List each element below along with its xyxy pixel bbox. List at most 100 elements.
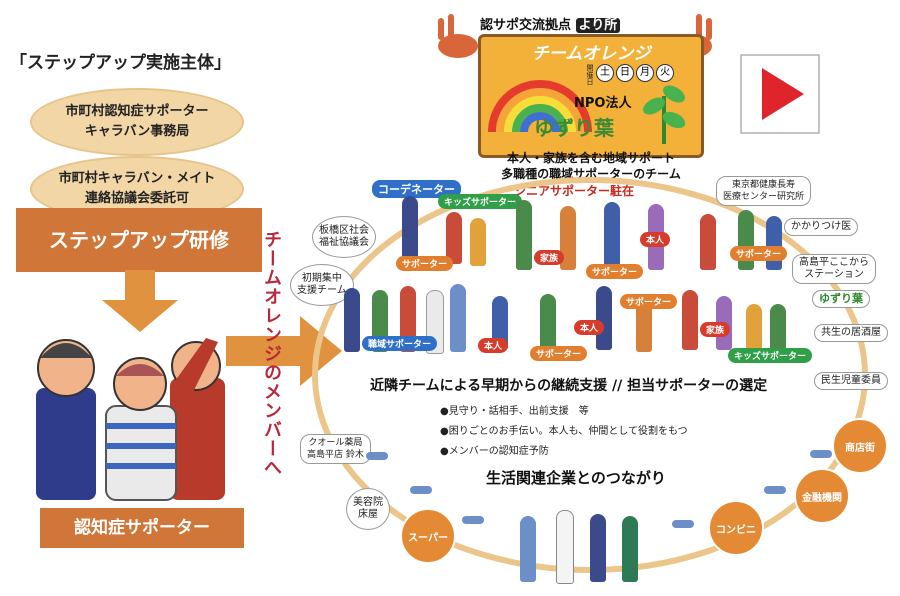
- kids-supporter-tag-top: キッズサポーター: [438, 194, 523, 209]
- tag-supporter-1: サポーター: [396, 256, 454, 271]
- salon-label: 美容院 床屋: [346, 488, 390, 530]
- coordinator-tag: コーデネーター: [372, 180, 461, 198]
- play-icon[interactable]: [740, 54, 820, 134]
- person-kid-2: [470, 218, 486, 266]
- tag-supporter-3: サポーター: [730, 246, 788, 261]
- worker-clerk: [520, 516, 536, 582]
- tag-family-2: 家族: [700, 322, 731, 337]
- tag-workplace: 職域サポーター: [362, 336, 438, 351]
- welfare-commissioner-label: 民生児童委員: [814, 372, 888, 390]
- yuzuriha-label: ゆずり葉: [812, 290, 870, 308]
- person-supporter-1: [604, 202, 620, 272]
- tag-supporter-2: サポーター: [586, 264, 644, 279]
- salon-line2: 床屋: [358, 509, 378, 520]
- caravan-office-line1: 市町村認知症サポーター: [65, 104, 209, 119]
- izakaya-label: 共生の居酒屋: [814, 324, 888, 342]
- hospital-line2: 医療センター研究所: [723, 192, 805, 202]
- person-kid-1: [446, 212, 462, 264]
- person-worker-1: [344, 288, 360, 352]
- bullet-3: ●メンバーの認知症予防: [440, 446, 549, 457]
- sign-description: 本人・家族を含む地域サポート 多職種の職域サポーターのチーム: [478, 150, 704, 182]
- family-doctor-label: かかりつけ医: [784, 218, 859, 236]
- mate-council-line1: 市町村キャラバン・メイト: [58, 171, 216, 186]
- sign-org: NPO法人: [574, 96, 632, 111]
- person-person-1: [492, 296, 508, 350]
- senior-supporter-note: シニアサポーター駐在: [514, 184, 635, 198]
- council-line1: 板橋区社会: [319, 225, 369, 236]
- person-coordinator: [402, 196, 418, 260]
- support-bullets: ●見守り・話相手、出前支援 等 ●困りごとのお手伝い。本人も、仲間として役割をも…: [440, 402, 688, 462]
- person-kid-3: [746, 304, 762, 350]
- bullet-1: ●見守り・話相手、出前支援 等: [440, 406, 589, 417]
- supporter-group-illustration: [36, 338, 225, 501]
- council-label: 板橋区社会 福祉協議会: [312, 216, 376, 258]
- shopping-street-badge: 商店街: [832, 418, 888, 474]
- business-connection-title: 生活関連企業とのつながり: [486, 469, 666, 487]
- person-worker-5: [450, 284, 466, 352]
- pharmacy-line1: クオール薬局: [308, 438, 363, 448]
- person-supporter-4: [766, 216, 782, 270]
- open-days-row: 土 日 月 火: [596, 64, 674, 82]
- station-line1: 高島平ここから: [799, 257, 869, 268]
- down-arrow-icon: [102, 270, 178, 332]
- person-supporter-6: [636, 300, 652, 352]
- council-line2: 福祉協議会: [319, 237, 369, 248]
- handshake-icon-4: [810, 450, 832, 458]
- person-cat: [560, 206, 576, 270]
- initial-line1: 初期集中: [301, 273, 342, 284]
- right-arrow-icon: [226, 316, 342, 386]
- day-sun: 日: [616, 64, 634, 82]
- handshake-icon-2: [410, 486, 432, 494]
- tag-person-2: 本人: [574, 320, 605, 335]
- open-days-label: 開催日: [586, 64, 594, 85]
- sign-team-title: チームオレンジ: [531, 44, 651, 64]
- dementia-supporter-banner: 認知症サポーター: [40, 508, 244, 548]
- station-label: 高島平ここから ステーション: [792, 254, 876, 284]
- handshake-icon-5: [764, 486, 786, 494]
- sign-top-line: 認サポ交流拠点 より所: [480, 14, 621, 33]
- bullet-2: ●困りごとのお手伝い。本人も、仲間として役割をもつ: [440, 426, 688, 437]
- rainbow-icon: [488, 80, 592, 132]
- team-orange-members-vertical-text: チームオレンジのメンバーへ: [261, 230, 282, 477]
- person-supporter-3: [738, 210, 754, 270]
- initial-line2: 支援チーム: [297, 285, 347, 296]
- worker-store: [622, 516, 638, 582]
- person-worker-3: [400, 286, 416, 352]
- tag-family-1: 家族: [534, 250, 565, 265]
- day-mon: 月: [636, 64, 654, 82]
- mate-council-line2: 連絡協議会委託可: [84, 191, 189, 206]
- sign-top-text: 認サポ交流拠点: [480, 18, 572, 33]
- sign-top-highlight: より所: [575, 18, 621, 33]
- tag-kids: キッズサポーター: [728, 348, 813, 363]
- sign-desc-line1: 本人・家族を含む地域サポート: [506, 151, 675, 165]
- hospital-line1: 東京都健康長寿: [732, 180, 796, 190]
- pharmacy-label: クオール薬局 高島平店 鈴木: [300, 434, 371, 464]
- leaf-sprout-icon: [643, 85, 686, 144]
- sign-desc-line2: 多職種の職域サポーターのチーム: [501, 167, 681, 181]
- section-heading: 「ステップアップ実施主体」: [10, 53, 231, 73]
- person-person-2: [596, 286, 612, 350]
- day-tue: 火: [656, 64, 674, 82]
- caravan-office-oval: 市町村認知症サポーター キャラバン事務局: [30, 88, 244, 156]
- tag-supporter-4: サポーター: [620, 294, 678, 309]
- initial-support-label: 初期集中 支援チーム: [290, 264, 354, 306]
- hospital-label: 東京都健康長寿 医療センター研究所: [716, 176, 812, 206]
- handshake-icon-6: [672, 520, 694, 528]
- handshake-icon-3: [462, 516, 484, 524]
- tag-person-3: 本人: [478, 338, 509, 353]
- supermarket-badge: スーパー: [400, 508, 456, 564]
- pharmacy-line2: 高島平店 鈴木: [307, 450, 364, 460]
- tag-person-1: 本人: [640, 232, 671, 247]
- station-line2: ステーション: [804, 269, 864, 280]
- tag-supporter-5: サポーター: [530, 346, 588, 361]
- convenience-badge: コンビニ: [708, 500, 764, 556]
- person-family-1: [516, 200, 532, 270]
- day-sat: 土: [596, 64, 614, 82]
- person-kid-4: [770, 304, 786, 350]
- salon-line1: 美容院: [353, 497, 383, 508]
- stepup-training-banner: ステップアップ研修: [16, 208, 262, 272]
- sign-yuzuriha: ゆずり葉: [534, 116, 614, 140]
- continuous-support-line: 近隣チームによる早期からの継続支援 // 担当サポーターの選定: [370, 378, 768, 394]
- worker-chef: [556, 510, 574, 584]
- person-supporter-2: [700, 214, 716, 270]
